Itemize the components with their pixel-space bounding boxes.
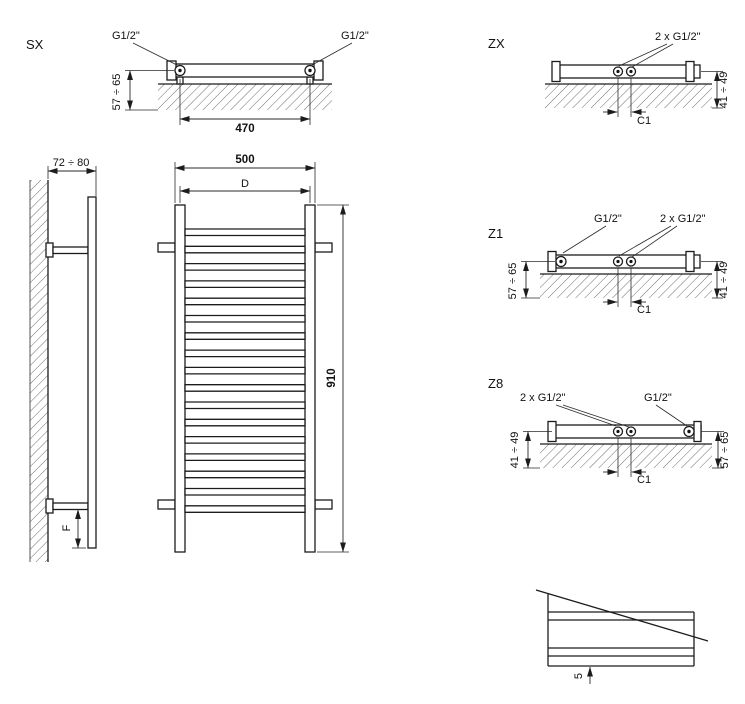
zx-view: ZX 2 x G1/2" C1 41 ÷ 49 <box>488 31 730 127</box>
wall-pad <box>45 498 54 514</box>
slope-line <box>535 589 709 642</box>
dim-72-80: 72 ÷ 80 <box>53 157 90 169</box>
dim-57-65: 57 ÷ 65 <box>111 74 123 111</box>
mount-bracket <box>157 499 176 510</box>
end-bracket <box>693 420 702 443</box>
connection-axis-dot <box>616 429 620 434</box>
dim-57-65: 57 ÷ 65 <box>719 432 731 469</box>
wall-hatch <box>540 274 712 298</box>
dim-c1: C1 <box>637 474 651 486</box>
rungs <box>184 228 306 513</box>
dim-910: 910 <box>326 368 338 387</box>
bracket-arm <box>52 502 89 511</box>
connection-axis-dot <box>629 259 633 264</box>
dim-470: 470 <box>235 123 254 135</box>
connection-axis-dot <box>687 429 691 434</box>
dim-c1: C1 <box>637 115 651 127</box>
two-g12-label: 2 x G1/2" <box>520 392 566 404</box>
dim-41-49: 41 ÷ 49 <box>718 72 730 109</box>
leader-line <box>562 404 630 428</box>
wall-hatch <box>540 444 712 468</box>
leader-line <box>311 42 353 66</box>
sx-view: SX G1/2" G1/2" 57 ÷ 65 470 <box>26 30 369 135</box>
leader-line <box>631 225 678 258</box>
g12-label: G1/2" <box>341 30 369 42</box>
wall-hatch <box>545 84 712 108</box>
connection-axis-dot <box>629 429 633 434</box>
dim-500: 500 <box>235 154 254 166</box>
wall-hatch <box>158 84 332 110</box>
two-g12-label: 2 x G1/2" <box>660 213 706 225</box>
wall-pad <box>45 242 54 258</box>
connection-axis-dot <box>629 69 633 74</box>
z8-view: Z8 2 x G1/2" G1/2" 41 ÷ 49 C1 57 ÷ 65 <box>488 376 731 486</box>
z1-view: Z1 G1/2" 2 x G1/2" 57 ÷ 65 C1 41 ÷ 49 <box>488 213 730 316</box>
dim-57-65: 57 ÷ 65 <box>507 263 519 300</box>
mount-bracket <box>157 242 176 253</box>
dim-c1: C1 <box>637 304 651 316</box>
connection-axis-dot <box>616 259 620 264</box>
dim-f: F <box>61 524 73 531</box>
radiator-profile <box>87 196 97 549</box>
end-bracket <box>685 250 695 273</box>
connection-axis-dot <box>308 68 312 73</box>
zx-view-label: ZX <box>488 36 505 51</box>
g12-label: G1/2" <box>644 392 672 404</box>
two-g12-label: 2 x G1/2" <box>655 31 701 43</box>
leader-line <box>655 404 688 427</box>
connection-axis-dot <box>616 69 620 74</box>
leader-line <box>618 225 672 257</box>
z1-view-label: Z1 <box>488 226 503 241</box>
right-collector <box>304 204 316 553</box>
connection-axis-dot <box>559 259 563 264</box>
wall-hatch <box>30 180 48 562</box>
dim-d: D <box>241 178 249 190</box>
z8-view-label: Z8 <box>488 376 503 391</box>
mount-bracket <box>314 242 333 253</box>
connection-axis-dot <box>178 68 182 73</box>
end-bracket <box>551 60 561 83</box>
radiator-tube-top <box>171 63 319 78</box>
dim-41-49: 41 ÷ 49 <box>509 432 521 469</box>
front-view: 500 D 910 <box>157 154 349 553</box>
end-bracket <box>685 60 695 83</box>
g12-label: G1/2" <box>594 213 622 225</box>
leader-line <box>555 404 617 427</box>
leader-line <box>631 43 674 68</box>
left-collector <box>174 204 186 553</box>
leader-line <box>618 43 668 67</box>
dim-5: 5 <box>573 673 585 679</box>
slope-detail-view: 5 <box>535 589 709 684</box>
sx-view-label: SX <box>26 37 44 52</box>
side-view: 72 ÷ 80 F <box>29 157 97 562</box>
dim-41-49: 41 ÷ 49 <box>718 262 730 299</box>
mount-bracket <box>314 499 333 510</box>
leader-line <box>562 225 607 254</box>
bracket-arm <box>52 246 89 255</box>
leader-line <box>132 42 178 66</box>
g12-label: G1/2" <box>112 30 140 42</box>
